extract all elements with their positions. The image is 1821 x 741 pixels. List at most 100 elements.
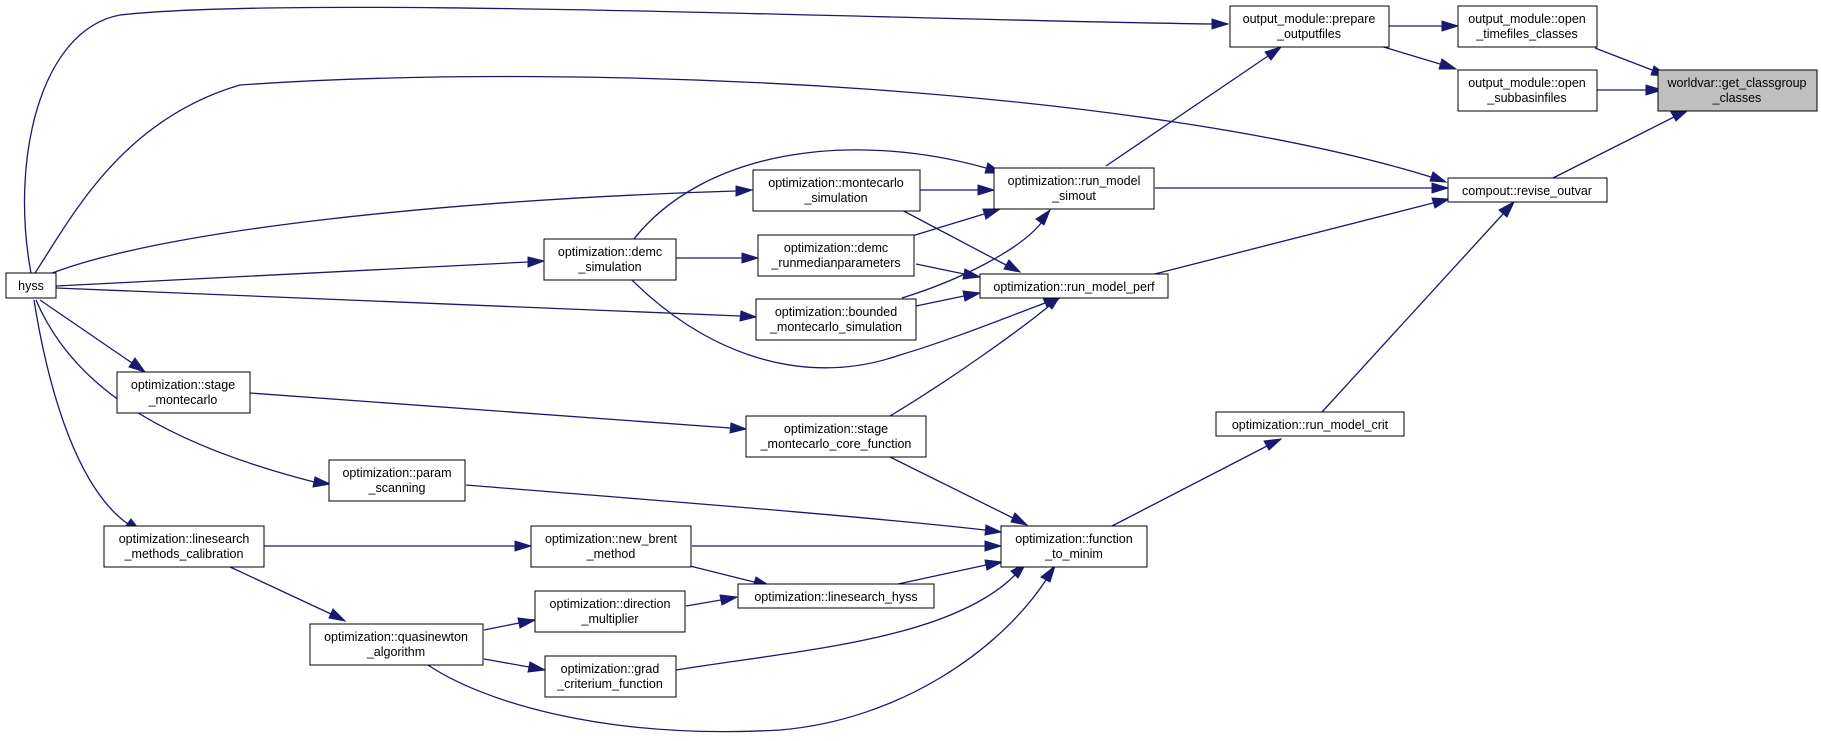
nodes: worldvar::get_classgroup _classes output… <box>5 5 1818 698</box>
node-revise-outvar[interactable]: compout::revise_outvar <box>1447 177 1608 203</box>
node-label-line-2: _method <box>586 547 636 561</box>
edge-demc-sim-to-run-perf <box>627 275 1046 369</box>
node-montecarlo-simulation[interactable]: optimization::montecarlo _simulation <box>752 169 921 212</box>
edge-quasinewton-to-direction-mult <box>483 622 520 631</box>
node-grad-criterium-function[interactable]: optimization::grad _criterium_function <box>544 655 677 698</box>
edge-arrowhead <box>1010 512 1029 526</box>
edge-prepare-to-open-subbasin <box>1376 44 1441 65</box>
edge-arrowhead <box>962 290 982 302</box>
edge-arrowhead <box>1003 259 1022 273</box>
node-stage-montecarlo-core-function[interactable]: optimization::stage _montecarlo_core_fun… <box>745 415 927 458</box>
node-run-model-crit[interactable]: optimization::run_model_crit <box>1215 411 1405 437</box>
node-box <box>755 298 917 341</box>
node-label-line-1: optimization::bounded <box>775 305 897 319</box>
node-linesearch-hyss[interactable]: optimization::linesearch_hyss <box>737 583 935 609</box>
node-box <box>1229 5 1390 48</box>
edge-arrowhead <box>312 476 332 488</box>
edge-open-timefiles-to-worldvar <box>1594 47 1653 71</box>
node-label-line-1: optimization::grad <box>561 662 660 676</box>
node-quasinewton-algorithm[interactable]: optimization::quasinewton _algorithm <box>309 623 484 666</box>
edge-arrowhead <box>514 540 533 552</box>
node-new-brent-method[interactable]: optimization::new_brent _method <box>530 525 692 568</box>
node-function-to-minim[interactable]: optimization::function _to_minim <box>1000 525 1148 568</box>
edge-stage-mc-core-to-run-perf <box>889 305 1050 417</box>
node-label-line-1: optimization::run_model_perf <box>993 280 1155 294</box>
node-box <box>745 415 927 458</box>
node-demc-simulation[interactable]: optimization::demc _simulation <box>543 238 677 281</box>
edge-hyss-to-demc-sim <box>55 261 529 287</box>
node-label-line-2: _montecarlo_simulation <box>769 320 902 334</box>
node-label-line-2: _criterium_function <box>556 677 663 691</box>
node-label-line-2: _simulation <box>577 260 641 274</box>
node-label-line-1: worldvar::get_classgroup <box>1667 76 1807 90</box>
node-label-line-1: optimization::param <box>342 466 451 480</box>
edge-hyss-to-prepare <box>23 6 1213 274</box>
node-demc-runmedianparameters[interactable]: optimization::demc _runmedianparameters <box>757 234 915 277</box>
node-label-line-1: optimization::direction <box>550 597 671 611</box>
node-hyss[interactable]: hyss <box>5 272 57 299</box>
node-label-line-2: _to_minim <box>1044 547 1103 561</box>
edge-arrowhead <box>729 422 748 434</box>
edge-arrowhead <box>1431 197 1451 209</box>
edge-arrowhead <box>517 617 537 629</box>
node-label-line-1: optimization::new_brent <box>545 532 678 546</box>
edge-arrowhead <box>984 559 1004 571</box>
edge-demc-runmedian-to-run-simout <box>911 213 985 237</box>
edge-bounded-mc-to-run-simout <box>901 221 1043 299</box>
node-box <box>116 371 251 414</box>
node-run-model-perf[interactable]: optimization::run_model_perf <box>979 273 1169 299</box>
node-box <box>737 583 935 609</box>
edge-arrowhead <box>328 608 347 622</box>
edge-function-to-minim-to-run-crit <box>1111 445 1268 527</box>
node-label-line-1: output_module::open <box>1468 76 1586 90</box>
edge-stage-mc-core-to-function-to-minim <box>887 455 1014 519</box>
edge-arrowhead <box>1441 20 1460 32</box>
node-open-subbasinfiles[interactable]: output_module::open _subbasinfiles <box>1457 69 1598 112</box>
node-box <box>103 525 265 568</box>
edge-arrowhead <box>741 252 760 264</box>
edge-arrowhead <box>977 184 996 196</box>
node-box <box>1447 177 1608 203</box>
node-linesearch-methods-calibration[interactable]: optimization::linesearch _methods_calibr… <box>103 525 265 568</box>
edge-arrowhead <box>128 357 147 373</box>
edge-bounded-mc-to-run-perf <box>915 295 965 307</box>
node-direction-multiplier[interactable]: optimization::direction _multiplier <box>534 590 686 633</box>
node-label-line-1: output_module::open <box>1468 12 1586 26</box>
edge-hyss-to-linesearch-calib <box>33 299 129 525</box>
edge-arrowhead <box>527 256 546 268</box>
edges <box>23 6 1690 733</box>
node-run-model-simout[interactable]: optimization::run_model _simout <box>993 167 1155 210</box>
node-worldvar-get-classgroup-classes[interactable]: worldvar::get_classgroup _classes <box>1657 69 1818 112</box>
edge-arrowhead <box>1035 208 1052 226</box>
edge-arrowhead <box>982 208 1002 220</box>
node-label-line-1: optimization::stage <box>131 378 235 392</box>
node-box <box>993 167 1155 210</box>
node-label-line-2: _montecarlo <box>148 393 218 407</box>
node-param-scanning[interactable]: optimization::param _scanning <box>328 459 466 502</box>
node-box <box>1457 69 1598 112</box>
node-label-line-1: optimization::function <box>1015 532 1132 546</box>
node-label-line-2: _simout <box>1051 189 1096 203</box>
edge-arrowhead <box>739 310 758 322</box>
node-label-line-2: _algorithm <box>366 645 425 659</box>
node-open-timefiles-classes[interactable]: output_module::open _timefiles_classes <box>1457 5 1598 48</box>
node-prepare-outputfiles[interactable]: output_module::prepare _outputfiles <box>1229 5 1390 48</box>
edge-arrowhead <box>1670 109 1690 122</box>
edge-arrowhead <box>1438 58 1458 70</box>
node-box <box>328 459 466 502</box>
node-label-line-2: _scanning <box>368 481 426 495</box>
edge-arrowhead <box>1498 200 1516 218</box>
edge-arrowhead <box>1645 84 1664 96</box>
edge-revise-outvar-to-worldvar <box>1552 116 1675 179</box>
node-box <box>1215 411 1405 437</box>
edge-run-simout-to-prepare <box>1105 55 1269 167</box>
node-stage-montecarlo[interactable]: optimization::stage _montecarlo <box>116 371 251 414</box>
edge-hyss-to-montecarlo <box>39 190 737 279</box>
edge-hyss-to-revise-outvar <box>34 75 1432 274</box>
node-label-line-2: _classes <box>1712 91 1762 105</box>
node-box <box>534 590 686 633</box>
edge-arrowhead <box>735 185 754 197</box>
node-label-line-1: optimization::demc <box>558 245 662 259</box>
node-bounded-montecarlo-simulation[interactable]: optimization::bounded _montecarlo_simula… <box>755 298 917 341</box>
